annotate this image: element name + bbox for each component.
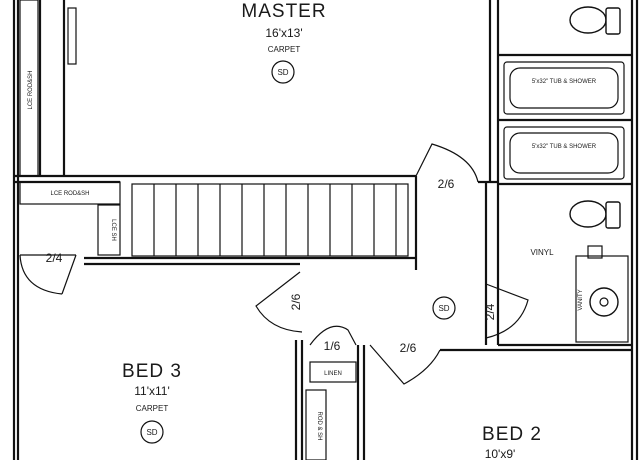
linen-label: LINEN: [324, 371, 342, 377]
door-swing-icon: [255, 271, 303, 333]
door-swing-icon: [369, 344, 441, 385]
room-size-master: 16'x13': [265, 26, 302, 40]
linen-small: [309, 361, 357, 383]
door-swing-icon: [309, 325, 357, 346]
closet-label: LCE ROD&SH: [28, 70, 34, 109]
smoke-detector-icon: [140, 420, 164, 444]
smoke-label: SD: [438, 304, 449, 313]
master-closet: [19, 0, 39, 177]
smoke-detector-icon: [432, 296, 456, 320]
tub-b: [503, 126, 625, 180]
toilet-icon: [569, 6, 621, 35]
closet-label: ROD & SH: [316, 411, 322, 440]
closet-label: LCE ROD&SH: [50, 191, 89, 197]
door-swing-icon: [485, 283, 529, 339]
vanity-stub: [587, 245, 603, 259]
linen-closet-top: [19, 181, 121, 205]
closet-rod: [67, 7, 77, 65]
smoke-label: SD: [146, 428, 157, 437]
smoke-detector-icon: [271, 60, 295, 84]
toilet-icon: [569, 200, 621, 229]
room-floor-master: CARPET: [268, 45, 301, 54]
closet-label: LCE SH: [110, 219, 116, 241]
door-size-label: 2/6: [289, 293, 303, 310]
tub-label: 5'x32" TUB & SHOWER: [532, 144, 597, 150]
staircase: [131, 183, 409, 257]
room-size-bed2: 10'x9': [485, 447, 516, 460]
tub-a-inner: [509, 67, 619, 109]
vanity-label: VANITY: [578, 289, 584, 310]
stair-treads: [153, 184, 397, 256]
door-size-label: 2/4: [46, 251, 63, 265]
smoke-label: SD: [277, 68, 288, 77]
vinyl-label: VINYL: [530, 248, 554, 257]
room-name-master: MASTER: [241, 1, 326, 22]
linen-closet-side: [97, 204, 121, 256]
door-size-label: 1/6: [324, 339, 341, 353]
tub-a: [503, 61, 625, 115]
tub-label: 5'x32" TUB & SHOWER: [532, 79, 597, 85]
room-floor-bed3: CARPET: [136, 404, 169, 413]
sink-icon: [589, 287, 619, 317]
bed2-closet: [305, 389, 327, 460]
door-size-label: 2/4: [483, 303, 497, 320]
door-swing-icon: [19, 254, 77, 295]
door-size-label: 2/6: [400, 341, 417, 355]
door-size-label: 2/6: [438, 177, 455, 191]
tub-b-inner: [509, 132, 619, 174]
room-size-bed3: 11'x11': [134, 384, 170, 398]
room-name-bed2: BED 2: [482, 424, 542, 445]
room-name-bed3: BED 3: [122, 361, 182, 382]
door-swing-icon: [415, 143, 479, 183]
